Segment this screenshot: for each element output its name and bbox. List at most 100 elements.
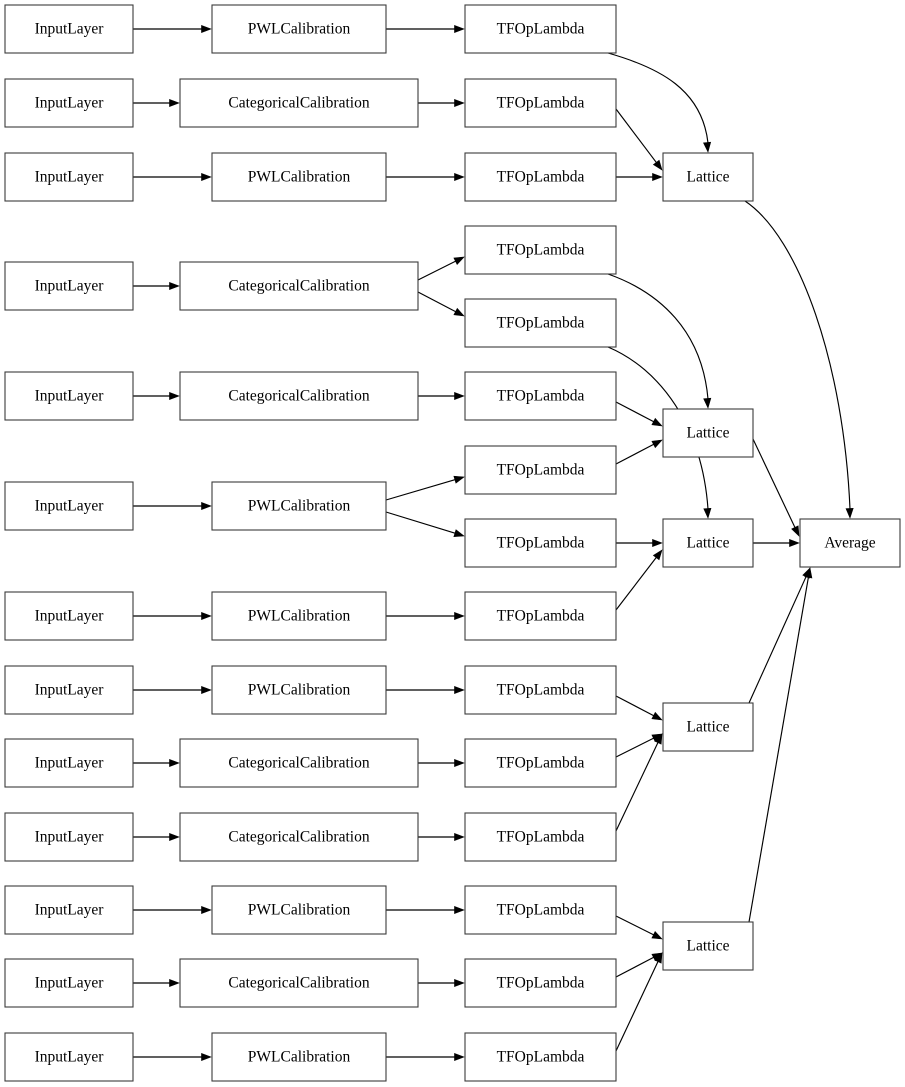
node-box[interactable] <box>4 738 134 788</box>
node-average-avg[interactable]: Average <box>799 518 901 568</box>
node-box[interactable] <box>4 885 134 935</box>
node-box[interactable] <box>211 152 387 202</box>
node-box[interactable] <box>464 152 617 202</box>
node-lattice-lat2[interactable]: Lattice <box>662 408 754 458</box>
node-box[interactable] <box>662 152 754 202</box>
node-box[interactable] <box>4 261 134 311</box>
node-box[interactable] <box>464 885 617 935</box>
node-box[interactable] <box>799 518 901 568</box>
node-label: InputLayer <box>35 498 105 515</box>
node-box[interactable] <box>4 152 134 202</box>
node-box[interactable] <box>464 958 617 1008</box>
node-tfop-lambda-op2[interactable]: TFOpLambda <box>464 78 617 128</box>
node-tfop-lambda-op7[interactable]: TFOpLambda <box>464 445 617 495</box>
node-box[interactable] <box>179 738 419 788</box>
node-pwlcalibration-cal13[interactable]: PWLCalibration <box>211 1032 387 1082</box>
node-categorical-calibration-cal2[interactable]: CategoricalCalibration <box>179 78 419 128</box>
node-box[interactable] <box>662 518 754 568</box>
node-lattice-lat5[interactable]: Lattice <box>662 921 754 971</box>
node-tfop-lambda-op8[interactable]: TFOpLambda <box>464 518 617 568</box>
node-input-layer-in2[interactable]: InputLayer <box>4 78 134 128</box>
node-box[interactable] <box>662 702 754 752</box>
node-box[interactable] <box>4 1032 134 1082</box>
node-box[interactable] <box>4 481 134 531</box>
node-box[interactable] <box>211 665 387 715</box>
node-box[interactable] <box>464 665 617 715</box>
node-pwlcalibration-cal11[interactable]: PWLCalibration <box>211 885 387 935</box>
node-input-layer-in12[interactable]: InputLayer <box>4 958 134 1008</box>
node-label: InputLayer <box>35 975 105 992</box>
node-categorical-calibration-cal5[interactable]: CategoricalCalibration <box>179 371 419 421</box>
node-input-layer-in3[interactable]: InputLayer <box>4 152 134 202</box>
node-box[interactable] <box>4 958 134 1008</box>
node-box[interactable] <box>4 78 134 128</box>
node-tfop-lambda-op15[interactable]: TFOpLambda <box>464 1032 617 1082</box>
node-categorical-calibration-cal12[interactable]: CategoricalCalibration <box>179 958 419 1008</box>
node-box[interactable] <box>464 225 617 275</box>
node-categorical-calibration-cal10[interactable]: CategoricalCalibration <box>179 812 419 862</box>
node-pwlcalibration-cal7[interactable]: PWLCalibration <box>211 591 387 641</box>
node-box[interactable] <box>662 408 754 458</box>
node-tfop-lambda-op3[interactable]: TFOpLambda <box>464 152 617 202</box>
node-box[interactable] <box>179 812 419 862</box>
node-box[interactable] <box>179 78 419 128</box>
node-box[interactable] <box>4 591 134 641</box>
node-tfop-lambda-op4[interactable]: TFOpLambda <box>464 225 617 275</box>
node-input-layer-in7[interactable]: InputLayer <box>4 591 134 641</box>
node-input-layer-in11[interactable]: InputLayer <box>4 885 134 935</box>
node-tfop-lambda-op14[interactable]: TFOpLambda <box>464 958 617 1008</box>
node-categorical-calibration-cal9[interactable]: CategoricalCalibration <box>179 738 419 788</box>
node-input-layer-in1[interactable]: InputLayer <box>4 4 134 54</box>
node-box[interactable] <box>4 371 134 421</box>
node-box[interactable] <box>464 738 617 788</box>
node-tfop-lambda-op13[interactable]: TFOpLambda <box>464 885 617 935</box>
node-box[interactable] <box>4 4 134 54</box>
node-box[interactable] <box>662 921 754 971</box>
node-input-layer-in9[interactable]: InputLayer <box>4 738 134 788</box>
node-input-layer-in4[interactable]: InputLayer <box>4 261 134 311</box>
node-tfop-lambda-op11[interactable]: TFOpLambda <box>464 738 617 788</box>
edge-tfop-lambda-to-lattice <box>615 443 655 465</box>
node-box[interactable] <box>464 4 617 54</box>
node-box[interactable] <box>211 481 387 531</box>
node-box[interactable] <box>211 1032 387 1082</box>
node-box[interactable] <box>464 518 617 568</box>
node-box[interactable] <box>464 445 617 495</box>
node-box[interactable] <box>179 261 419 311</box>
node-box[interactable] <box>4 665 134 715</box>
node-lattice-lat1[interactable]: Lattice <box>662 152 754 202</box>
node-box[interactable] <box>464 1032 617 1082</box>
node-tfop-lambda-op1[interactable]: TFOpLambda <box>464 4 617 54</box>
node-pwlcalibration-cal3[interactable]: PWLCalibration <box>211 152 387 202</box>
node-box[interactable] <box>464 812 617 862</box>
node-pwlcalibration-cal8[interactable]: PWLCalibration <box>211 665 387 715</box>
node-pwlcalibration-cal6[interactable]: PWLCalibration <box>211 481 387 531</box>
node-box[interactable] <box>179 958 419 1008</box>
node-tfop-lambda-op10[interactable]: TFOpLambda <box>464 665 617 715</box>
node-tfop-lambda-op6[interactable]: TFOpLambda <box>464 371 617 421</box>
node-pwlcalibration-cal1[interactable]: PWLCalibration <box>211 4 387 54</box>
node-tfop-lambda-op5[interactable]: TFOpLambda <box>464 298 617 348</box>
node-box[interactable] <box>464 298 617 348</box>
node-input-layer-in6[interactable]: InputLayer <box>4 481 134 531</box>
node-box[interactable] <box>211 4 387 54</box>
node-input-layer-in10[interactable]: InputLayer <box>4 812 134 862</box>
node-lattice-lat4[interactable]: Lattice <box>662 702 754 752</box>
node-box[interactable] <box>211 591 387 641</box>
node-box[interactable] <box>464 591 617 641</box>
node-categorical-calibration-cal4[interactable]: CategoricalCalibration <box>179 261 419 311</box>
node-input-layer-in8[interactable]: InputLayer <box>4 665 134 715</box>
node-box[interactable] <box>211 885 387 935</box>
node-tfop-lambda-op9[interactable]: TFOpLambda <box>464 591 617 641</box>
node-box[interactable] <box>4 812 134 862</box>
node-box[interactable] <box>464 78 617 128</box>
node-label: Lattice <box>686 535 729 552</box>
edge-lattice-to-average <box>748 575 807 704</box>
node-tfop-lambda-op12[interactable]: TFOpLambda <box>464 812 617 862</box>
node-input-layer-in13[interactable]: InputLayer <box>4 1032 134 1082</box>
node-input-layer-in5[interactable]: InputLayer <box>4 371 134 421</box>
node-lattice-lat3[interactable]: Lattice <box>662 518 754 568</box>
node-box[interactable] <box>179 371 419 421</box>
node-box[interactable] <box>464 371 617 421</box>
